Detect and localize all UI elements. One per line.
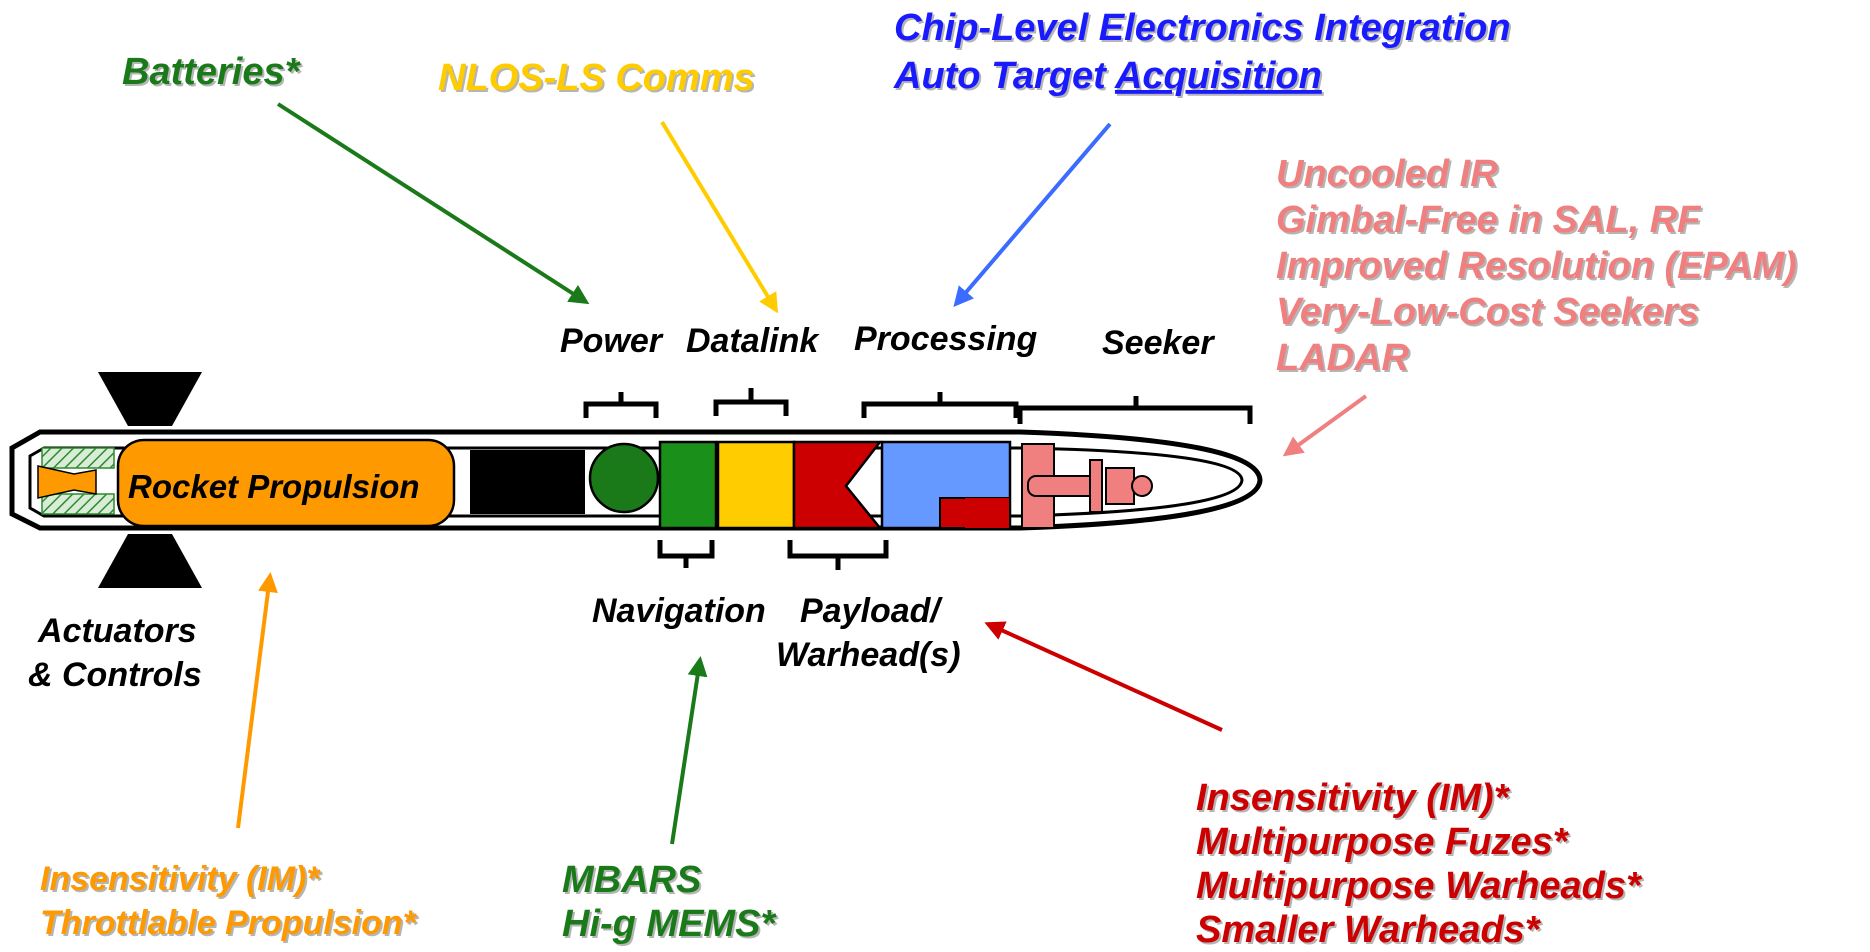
seeker-assembly	[1021, 443, 1153, 529]
batteries-arrow	[276, 102, 590, 305]
seeker-label: Seeker	[1102, 324, 1215, 362]
warhead-callout-line: Smaller Warheads*	[1196, 909, 1542, 951]
seeker-callout-line: Gimbal-Free in SAL, RF	[1276, 199, 1702, 241]
nlos-arrow	[660, 120, 779, 314]
warhead-callout-line: Multipurpose Fuzes*	[1196, 821, 1570, 863]
processing-red-notch	[965, 498, 1010, 528]
chip-callout-line1: Chip-Level Electronics Integration	[894, 7, 1511, 49]
datalink-block	[716, 440, 796, 530]
power-label: Power	[560, 322, 664, 360]
power-bracket	[583, 392, 659, 418]
navigation-bracket	[657, 540, 715, 568]
chip-callout-line2: Auto Target Acquisition	[893, 55, 1322, 97]
nozzle-insulation-top	[41, 447, 115, 469]
callout-arrows	[236, 102, 1368, 845]
component-brackets	[583, 388, 1253, 570]
acquisition-link[interactable]: Acquisition	[1114, 55, 1322, 97]
navigation-callout: MBARS Hi-g MEMS*	[562, 859, 777, 945]
datalink-bracket	[713, 388, 789, 416]
seeker-callout-line: Very-Low-Cost Seekers	[1276, 291, 1699, 333]
warhead-callout-line: Multipurpose Warheads*	[1196, 865, 1643, 907]
rocket-propulsion-label: Rocket Propulsion	[128, 468, 420, 505]
chip-callout-prefix: Auto Target	[893, 55, 1115, 97]
warhead-callout-line: Insensitivity (IM)*	[1196, 777, 1511, 819]
propulsion-arrow	[236, 572, 278, 829]
propulsion-callout: Insensitivity (IM)* Throttlable Propulsi…	[40, 860, 418, 942]
processing-bracket	[861, 392, 1019, 418]
actuators-label-line2: & Controls	[28, 656, 202, 694]
black-block	[470, 450, 585, 514]
payload-bracket	[787, 540, 889, 570]
callout-texts: Batteries* NLOS-LS Comms Chip-Level Elec…	[40, 7, 1797, 951]
missile-body: Rocket Propulsion	[9, 372, 1263, 588]
seeker-callout: Uncooled IR Gimbal-Free in SAL, RF Impro…	[1276, 153, 1797, 379]
upper-fin	[98, 372, 202, 426]
navigation-callout-line: MBARS	[562, 859, 701, 901]
seeker-bracket	[1017, 396, 1253, 424]
navigation-block	[658, 440, 718, 530]
warhead-callout: Insensitivity (IM)* Multipurpose Fuzes* …	[1196, 777, 1643, 951]
lower-fin	[98, 534, 202, 588]
nozzle-insulation-bottom	[41, 493, 115, 515]
power-battery	[588, 442, 660, 514]
seeker-callout-line: Improved Resolution (EPAM)	[1276, 245, 1797, 287]
seeker-arrow	[1282, 394, 1368, 457]
chip-arrow	[953, 122, 1112, 308]
propulsion-callout-line: Throttlable Propulsion*	[40, 904, 418, 942]
rocket-motor	[116, 438, 456, 528]
datalink-label: Datalink	[686, 322, 820, 360]
warhead-block	[792, 440, 883, 530]
processing-label: Processing	[854, 320, 1038, 358]
seeker-callout-line: Uncooled IR	[1276, 153, 1498, 195]
rocket-nozzle	[37, 465, 97, 499]
navigation-arrow	[670, 656, 708, 845]
payload-label-line1: Payload/	[800, 592, 943, 630]
payload-label-line2: Warhead(s)	[776, 636, 961, 674]
actuators-label-line1: Actuators	[37, 612, 197, 650]
seeker-callout-line: LADAR	[1276, 337, 1410, 379]
propulsion-callout-line: Insensitivity (IM)*	[40, 860, 321, 898]
navigation-label: Navigation	[592, 592, 766, 630]
batteries-callout: Batteries*	[122, 51, 302, 93]
component-labels: Power Datalink Processing Seeker Navigat…	[28, 320, 1215, 694]
nlos-callout: NLOS-LS Comms	[438, 57, 755, 99]
navigation-callout-line: Hi-g MEMS*	[562, 903, 777, 945]
warhead-arrow	[984, 621, 1223, 732]
